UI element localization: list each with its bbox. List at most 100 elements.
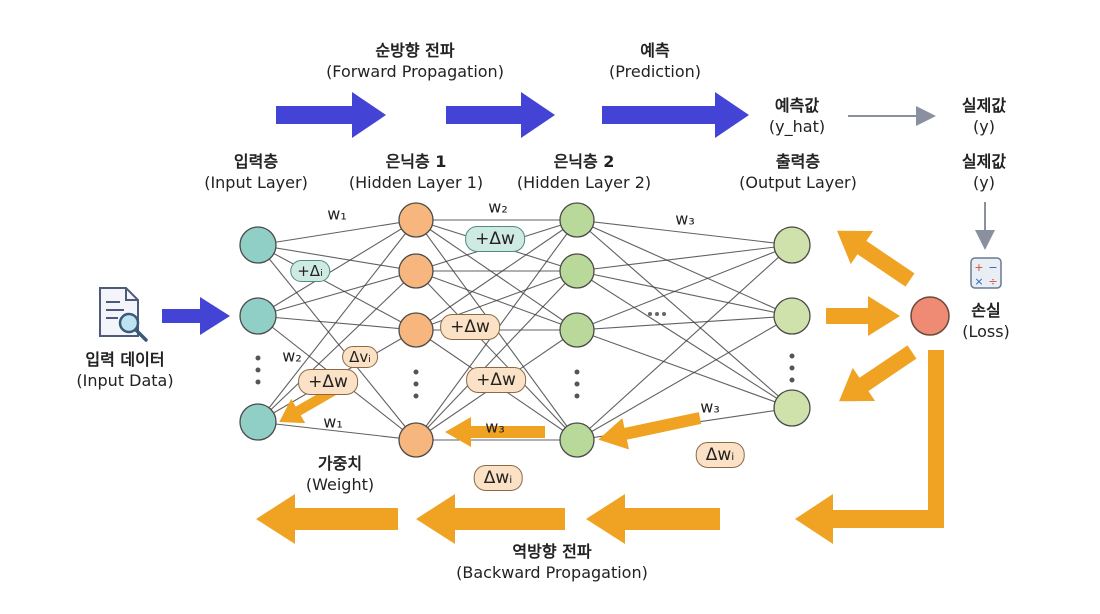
edge-hidden2-4-output-1: [576, 244, 793, 441]
input-data-label: 입력 데이터 (Input Data): [76, 349, 173, 391]
backward-arrow-3: [416, 494, 565, 544]
edge-hidden2-3-output-1: [576, 244, 793, 331]
svg-text:×: ×: [974, 275, 983, 288]
backward-arrow-4: [256, 494, 398, 544]
svg-text:+: +: [974, 261, 983, 274]
edge-input-3-hidden1-2: [257, 270, 417, 423]
loss-label: 손실 (Loss): [962, 300, 1010, 342]
weight-w2-left: w₂: [282, 346, 302, 366]
forward-arrows: [162, 92, 749, 335]
hidden1-node-3: [398, 312, 434, 348]
edge-input-1-hidden1-4: [257, 244, 417, 441]
forward-arrow-3: [602, 92, 749, 138]
weight-ko: 가중치: [317, 454, 363, 473]
delta-w-center-bubble: +Δw: [466, 367, 526, 393]
weight-w3-right: w₃: [700, 397, 720, 417]
edge-hidden2-1-output-2: [576, 219, 793, 317]
hidden1-en: (Hidden Layer 1): [348, 173, 484, 192]
backward-propagation-label: 역방향 전파 (Backward Propagation): [456, 541, 648, 583]
delta-wi-mid-bubble: Δwᵢ: [473, 465, 523, 491]
weight-w1-top: w₁: [327, 204, 347, 224]
to-loss-arrow: [826, 296, 900, 336]
edge-input-3-hidden1-4: [257, 421, 417, 441]
y-hat-label: 예측값 (y_hat): [769, 95, 825, 137]
output-layer-ko: 출력층: [775, 152, 821, 171]
delta-wi-right-bubble: Δwᵢ: [695, 442, 745, 468]
delta-w-top-bubble: +Δw: [465, 226, 525, 252]
weight-w3-top: w₃: [675, 209, 695, 229]
prediction-label: 예측 (Prediction): [609, 40, 701, 82]
actual-top-label: 실제값 (y): [962, 95, 1006, 137]
edge-input-1-hidden1-2: [257, 244, 417, 272]
edge-input-3-hidden1-1: [257, 219, 417, 423]
document-magnifier-icon: [99, 287, 148, 342]
edge-hidden2-3-output-3: [576, 329, 793, 409]
actual-top-en: (y): [973, 117, 995, 136]
input-arrow: [162, 297, 230, 335]
loss-feedback-arrow: [795, 350, 944, 544]
hidden2-ko: 은닉층 2: [553, 152, 615, 171]
forward-en: (Forward Propagation): [326, 62, 504, 81]
hidden2-node-3: [559, 312, 595, 348]
edge-hidden1-4-hidden2-2: [415, 270, 578, 441]
input-node-1: [239, 226, 277, 264]
actual-ko: 실제값: [961, 152, 1007, 171]
forward-arrow-1: [276, 92, 386, 138]
input-layer-ko: 입력층: [233, 152, 279, 171]
weight-en: (Weight): [305, 475, 375, 494]
forward-ko: 순방향 전파: [375, 41, 455, 60]
output-to-h2-arrow: [598, 412, 702, 450]
input-layer-en: (Input Layer): [204, 173, 308, 192]
hidden-layer-1-label: 은닉층 1 (Hidden Layer 1): [349, 151, 483, 193]
edge-hidden2-4-output-2: [576, 315, 793, 441]
output-node-3: [773, 389, 811, 427]
hidden2-node-4: [559, 422, 595, 458]
edge-input-2-hidden1-2: [257, 270, 417, 317]
input-node-3: [239, 403, 277, 441]
h2-to-h1-arrow: [445, 417, 545, 447]
actual-top-ko: 실제값: [961, 96, 1007, 115]
output-layer-label: 출력층 (Output Layer): [739, 151, 857, 193]
prediction-ko: 예측: [640, 41, 670, 60]
actual-en: (y): [973, 173, 995, 192]
hidden1-node-2: [398, 253, 434, 289]
loss-down-arrow: [839, 345, 917, 402]
input-data-en: (Input Data): [76, 371, 174, 390]
weight-w1-bottom: w₁: [323, 412, 343, 432]
delta-w-left-bubble: +Δw: [298, 369, 358, 395]
hidden-ellipsis: [648, 312, 666, 316]
loss-en: (Loss): [962, 322, 1010, 341]
edge-hidden2-2-output-2: [576, 270, 793, 317]
edge-input-1-hidden1-1: [257, 219, 417, 246]
edge-input-1-hidden1-3: [257, 244, 417, 331]
actual-value-label: 실제값 (y): [962, 151, 1006, 193]
hidden1-ko: 은닉층 1: [385, 152, 447, 171]
backward-arrows: [256, 230, 944, 544]
hidden1-node-1: [398, 202, 434, 238]
layer-ellipses: [255, 353, 795, 399]
delta-v-bubble: Δvᵢ: [342, 346, 378, 368]
loss-up-arrow: [837, 230, 915, 287]
forward-arrow-2: [446, 92, 555, 138]
output-node-2: [773, 297, 811, 335]
loss-ko: 손실: [971, 301, 1001, 320]
input-layer-label: 입력층 (Input Layer): [204, 151, 308, 193]
svg-text:÷: ÷: [988, 275, 997, 288]
hidden1-node-4: [398, 422, 434, 458]
backward-en: (Backward Propagation): [456, 563, 648, 582]
loss-node: [910, 296, 950, 336]
input-data-ko: 입력 데이터: [85, 350, 165, 369]
input-node-2: [239, 297, 277, 335]
edge-hidden1-3-hidden2-1: [415, 219, 578, 331]
hidden2-node-2: [559, 253, 595, 289]
output-layer-en: (Output Layer): [739, 173, 857, 192]
weight-w3-mid: w₃: [485, 417, 505, 437]
y-hat-en: (y_hat): [768, 117, 826, 136]
backward-ko: 역방향 전파: [512, 542, 592, 561]
hidden-layer-2-label: 은닉층 2 (Hidden Layer 2): [517, 151, 651, 193]
edge-input-2-hidden1-3: [257, 315, 417, 331]
edge-hidden2-3-output-2: [576, 315, 793, 331]
forward-propagation-label: 순방향 전파 (Forward Propagation): [326, 40, 504, 82]
